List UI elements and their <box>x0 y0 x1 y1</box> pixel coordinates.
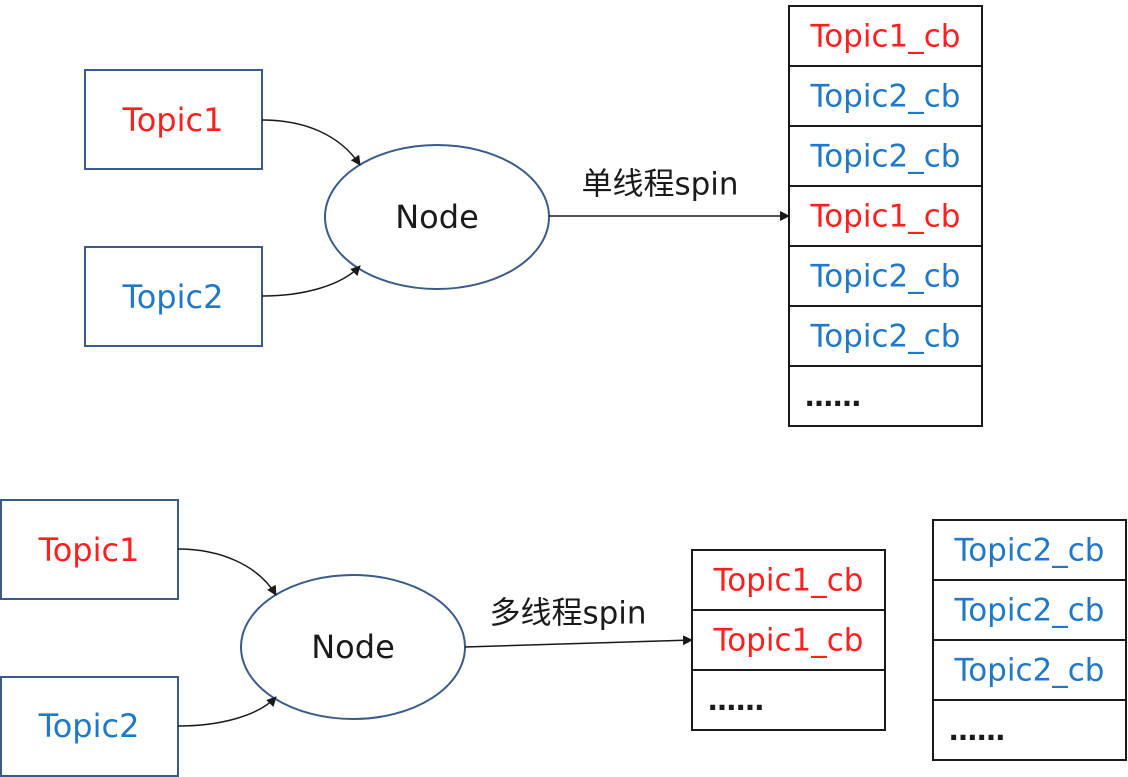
top-queue-item-box <box>788 365 983 427</box>
bottom-queue-b-item-box <box>932 579 1127 641</box>
top-queue-item: Topic1_cb <box>788 185 983 247</box>
bottom-queue-b-item: …… <box>932 699 1127 761</box>
bottom-queue-b-item-box <box>932 519 1127 581</box>
bottom-queue-a-item-box <box>691 609 886 671</box>
top-queue-item-box <box>788 65 983 127</box>
top-node-label: Node <box>395 198 479 236</box>
bottom-queue-a-item: Topic1_cb <box>691 609 886 671</box>
bottom-queue-b-item-label: Topic2_cb <box>954 533 1105 569</box>
top-queue-item-box <box>788 5 983 67</box>
top-queue-item-label: Topic1_cb <box>810 19 961 55</box>
bottom-topic1-box: Topic1 <box>0 499 179 600</box>
top-node: Node <box>324 144 550 290</box>
bottom-topic1-arrow <box>177 548 277 596</box>
bottom-callback-queue-b: Topic2_cbTopic2_cbTopic2_cb…… <box>932 519 1127 761</box>
bottom-topic2-arrow <box>177 696 277 727</box>
top-queue-item-label: …… <box>805 380 861 413</box>
bottom-queue-b-item-label: Topic2_cb <box>954 593 1105 629</box>
top-spin-label: 单线程spin <box>581 167 738 203</box>
top-callback-queue: Topic1_cbTopic2_cbTopic2_cbTopic1_cbTopi… <box>788 5 983 427</box>
bottom-spin-label: 多线程spin <box>489 596 646 632</box>
top-section: Topic1 Topic2 Node 单线程spin Topic1_cbTopi… <box>84 5 983 427</box>
top-topic2-label: Topic2 <box>122 278 224 316</box>
top-queue-item: Topic2_cb <box>788 65 983 127</box>
bottom-queue-b-item-label: Topic2_cb <box>954 653 1105 689</box>
top-queue-item: Topic1_cb <box>788 5 983 67</box>
bottom-topic1-label: Topic1 <box>38 531 140 569</box>
bottom-queue-b-item-box <box>932 639 1127 701</box>
bottom-queue-a-item-label: Topic1_cb <box>713 623 864 659</box>
bottom-node: Node <box>240 574 466 720</box>
top-queue-item-box <box>788 125 983 187</box>
top-queue-item-box <box>788 305 983 367</box>
top-topic2-arrow <box>261 265 361 297</box>
bottom-queue-b-item: Topic2_cb <box>932 579 1127 641</box>
top-queue-item: …… <box>788 365 983 427</box>
bottom-queue-b-item: Topic2_cb <box>932 639 1127 701</box>
bottom-topic2-box: Topic2 <box>0 676 179 777</box>
top-topic1-box: Topic1 <box>84 69 263 170</box>
bottom-queue-a-item: Topic1_cb <box>691 549 886 611</box>
top-queue-item-label: Topic2_cb <box>810 79 961 115</box>
bottom-queue-b-item: Topic2_cb <box>932 519 1127 581</box>
top-queue-item-box <box>788 185 983 247</box>
top-queue-item: Topic2_cb <box>788 245 983 307</box>
bottom-section: Topic1 Topic2 Node 多线程spin Topic1_cbTopi… <box>0 499 1127 777</box>
bottom-spin-arrow <box>464 635 693 648</box>
bottom-queue-b-item-label: …… <box>949 714 1005 747</box>
top-queue-item-label: Topic1_cb <box>810 199 961 235</box>
bottom-queue-a-item-label: Topic1_cb <box>713 563 864 599</box>
top-topic1-label: Topic1 <box>122 101 224 139</box>
top-queue-item-label: Topic2_cb <box>810 319 961 355</box>
top-topic1-arrow <box>261 119 361 166</box>
top-queue-item-box <box>788 245 983 307</box>
bottom-callback-queue-a: Topic1_cbTopic1_cb…… <box>691 549 886 731</box>
top-queue-item-label: Topic2_cb <box>810 139 961 175</box>
top-topic2-box: Topic2 <box>84 246 263 347</box>
top-queue-item: Topic2_cb <box>788 125 983 187</box>
bottom-queue-b-item-box <box>932 699 1127 761</box>
top-queue-item: Topic2_cb <box>788 305 983 367</box>
bottom-node-label: Node <box>311 628 395 666</box>
bottom-queue-a-item-label: …… <box>708 684 764 717</box>
bottom-topic2-label: Topic2 <box>38 707 140 745</box>
top-queue-item-label: Topic2_cb <box>810 259 961 295</box>
bottom-queue-a-item: …… <box>691 669 886 731</box>
bottom-queue-a-item-box <box>691 669 886 731</box>
